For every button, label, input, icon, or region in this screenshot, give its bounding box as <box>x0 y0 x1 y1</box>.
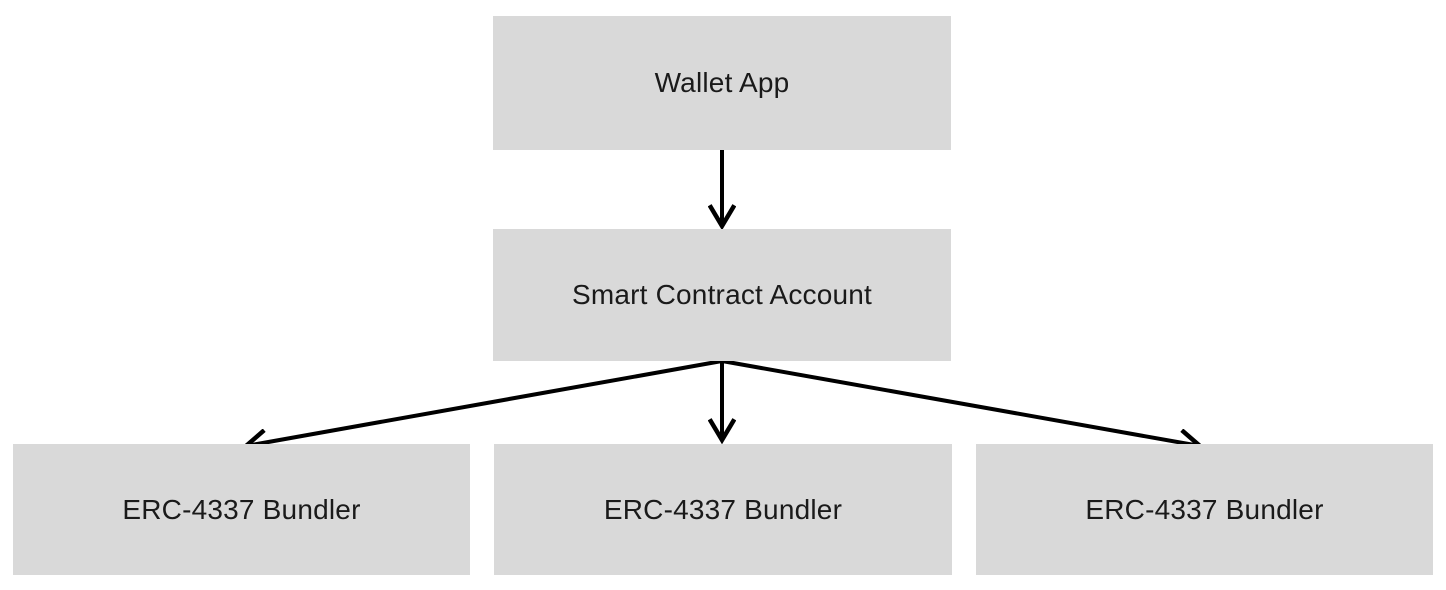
node-bundler-right: ERC-4337 Bundler <box>976 444 1433 575</box>
node-smart-contract-account-label: Smart Contract Account <box>571 279 873 311</box>
node-bundler-left: ERC-4337 Bundler <box>13 444 470 575</box>
node-bundler-right-label: ERC-4337 Bundler <box>1085 493 1324 525</box>
node-wallet-app-label: Wallet App <box>654 67 790 99</box>
node-smart-contract-account: Smart Contract Account <box>493 229 951 361</box>
node-bundler-left-label: ERC-4337 Bundler <box>122 493 361 525</box>
node-wallet-app: Wallet App <box>493 16 951 150</box>
edge-sca-to-bundler-left <box>246 359 723 446</box>
node-bundler-middle-label: ERC-4337 Bundler <box>603 493 843 525</box>
node-bundler-middle: ERC-4337 Bundler <box>494 444 952 575</box>
edge-sca-to-bundler-right <box>721 359 1200 446</box>
